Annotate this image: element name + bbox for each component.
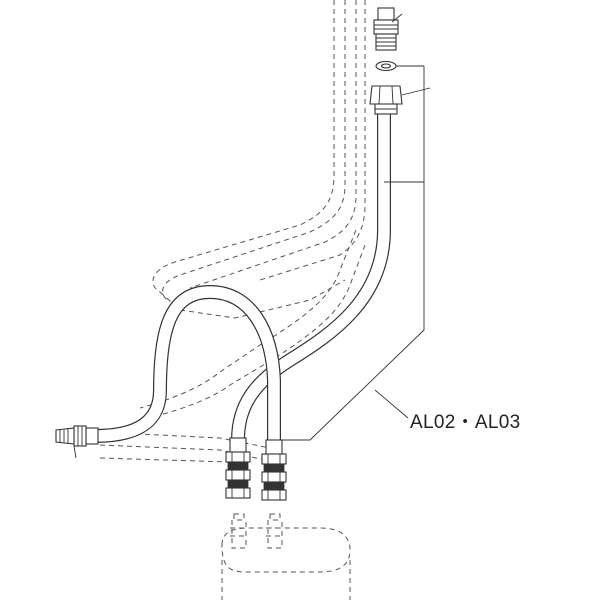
washer bbox=[375, 60, 424, 72]
bottom-connector-left bbox=[225, 437, 251, 499]
threaded-nipple-fitting bbox=[373, 7, 403, 51]
callout-label: AL02・AL03 bbox=[410, 412, 520, 433]
main-supply-hose bbox=[231, 112, 391, 441]
hex-nut-fitting bbox=[369, 85, 431, 115]
phantom-faucet-base bbox=[221, 513, 351, 600]
phantom-cabinet-outline bbox=[99, 0, 366, 463]
loop-hose bbox=[94, 285, 281, 445]
left-quick-connector bbox=[55, 425, 99, 459]
bottom-connector-right bbox=[261, 439, 287, 501]
callout-leader bbox=[282, 66, 425, 441]
